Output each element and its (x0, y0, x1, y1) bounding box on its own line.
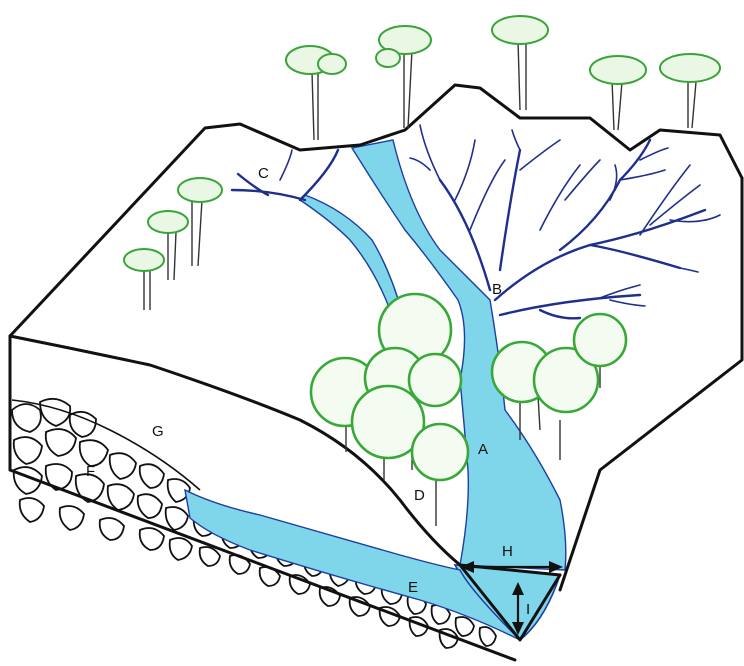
label-g: G (152, 423, 164, 440)
label-c: C (258, 165, 269, 182)
tree (286, 46, 346, 140)
label-a: A (478, 441, 488, 458)
label-h: H (502, 543, 513, 560)
label-f: F (86, 463, 95, 480)
tree (590, 56, 646, 130)
label-e: E (408, 579, 418, 596)
label-i: I (526, 601, 530, 618)
label-b: B (492, 281, 502, 298)
tree (492, 16, 548, 110)
label-d: D (414, 487, 425, 504)
tree (660, 54, 720, 128)
